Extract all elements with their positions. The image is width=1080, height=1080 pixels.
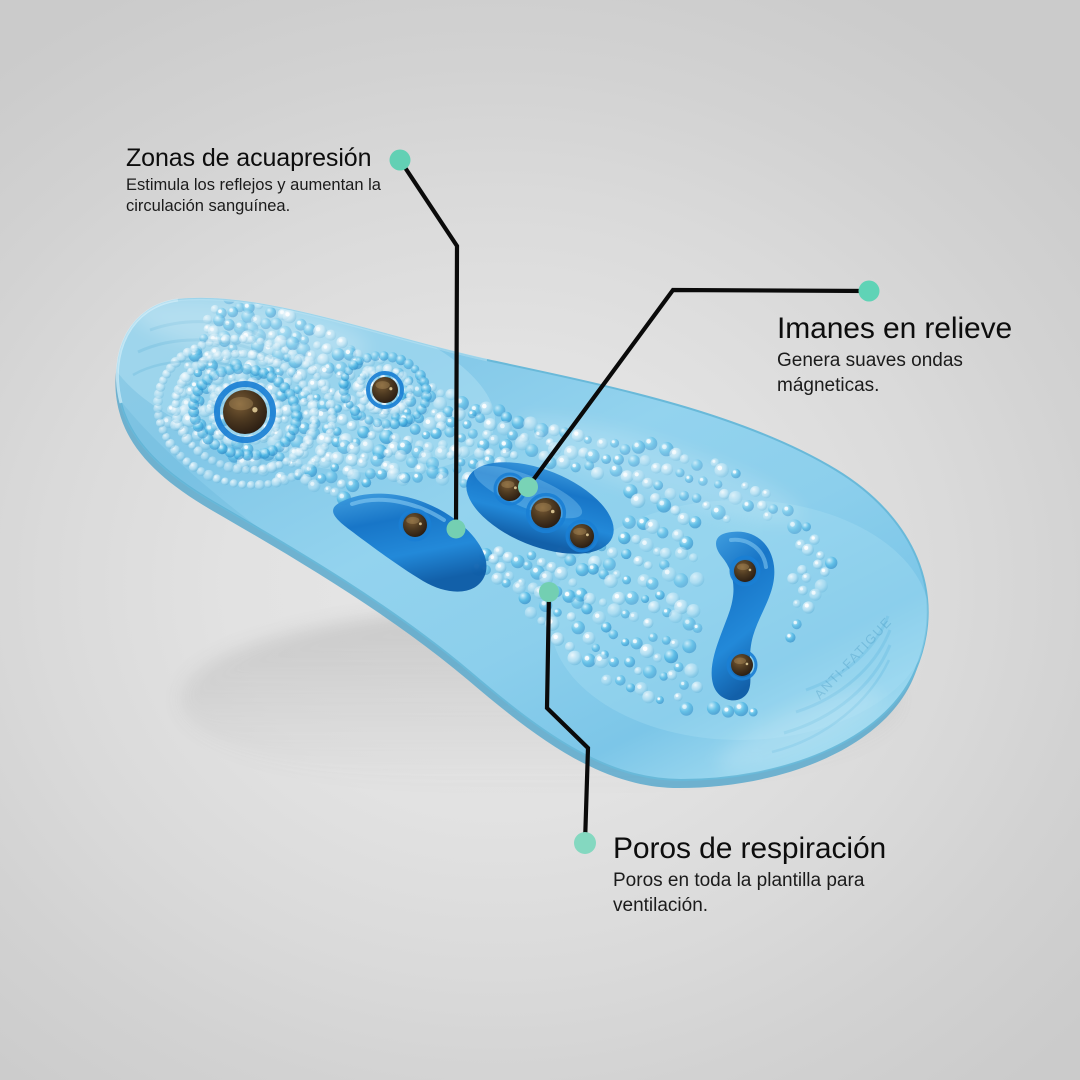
magnet-studs bbox=[214, 371, 761, 681]
callout-magnets-title: Imanes en relieve bbox=[777, 312, 1013, 345]
callout-magnets-body: Genera suaves ondas mágneticas. bbox=[777, 350, 963, 396]
callout-pores-title: Poros de respiración bbox=[613, 832, 887, 865]
callout-magnets: Imanes en relieve Genera suaves ondas má… bbox=[777, 311, 1012, 398]
callout-acupressure: Zonas de acuapresión Estimula los reflej… bbox=[126, 143, 404, 216]
callout-pores: Poros de respiración Poros en toda la pl… bbox=[613, 831, 953, 918]
callout-acupressure-title: Zonas de acuapresión bbox=[126, 144, 372, 172]
callout-pores-body: Poros en toda la plantilla para ventilac… bbox=[613, 870, 865, 916]
insole-edge-highlight bbox=[116, 298, 179, 404]
callout-acupressure-body: Estimula los reflejos y aumentan la circ… bbox=[126, 176, 381, 215]
